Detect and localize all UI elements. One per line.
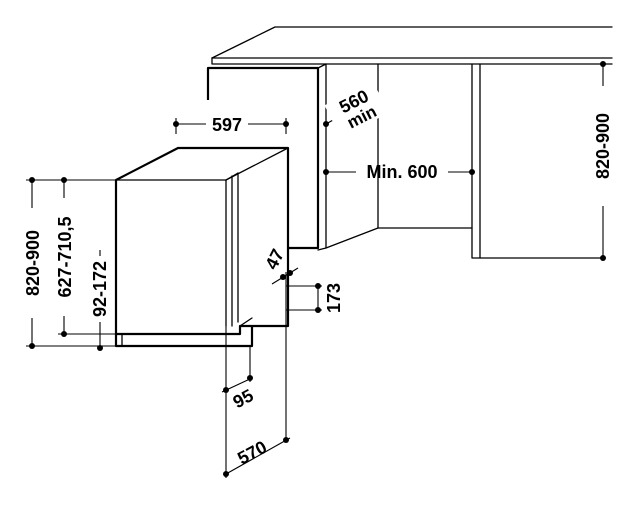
- dishwasher-body: [114, 146, 290, 348]
- label-appliance-width: 597: [212, 115, 242, 135]
- dim-plinth-height: 92-172: [90, 250, 110, 351]
- label-appliance-depth: 570: [234, 437, 270, 469]
- dim-kick-offset: 47: [261, 246, 299, 285]
- label-plinth-recess: 95: [230, 385, 257, 412]
- kitchen-niche: [206, 26, 613, 259]
- label-niche-width: Min. 600: [366, 162, 437, 182]
- dim-depth-lines: [221, 272, 291, 478]
- label-kick-offset: 47: [261, 246, 288, 273]
- dim-appliance-height: 820-900: [23, 177, 116, 349]
- label-plinth-height: 92-172: [90, 261, 110, 317]
- label-appliance-height: 820-900: [23, 230, 43, 296]
- dim-door-height: 627-710,5: [55, 177, 116, 337]
- label-plinth-gap: 173: [324, 283, 344, 313]
- dim-niche-height: 820-900: [593, 61, 613, 261]
- dim-niche-depth: 560 min: [323, 80, 389, 138]
- dim-plinth-gap: 173: [286, 283, 344, 313]
- dim-niche-width: Min. 600: [323, 162, 475, 182]
- label-niche-height: 820-900: [593, 113, 613, 179]
- dim-appliance-width: 597: [173, 115, 289, 135]
- label-door-height: 627-710,5: [55, 216, 75, 297]
